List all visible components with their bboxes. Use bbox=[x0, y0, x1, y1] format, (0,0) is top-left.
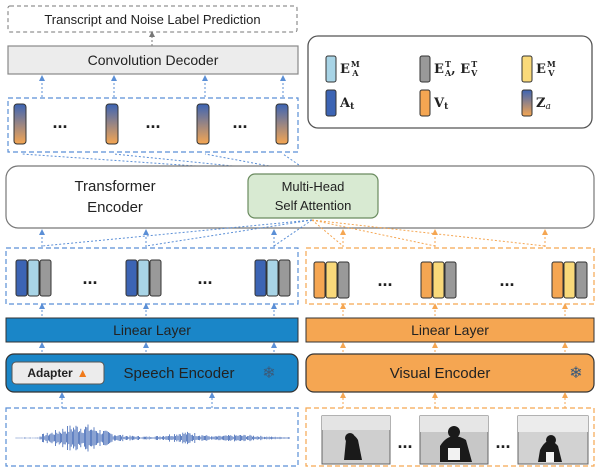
fire-icon: ▲ bbox=[76, 366, 89, 380]
speech-ellipsis-1: ... bbox=[82, 267, 98, 288]
output-ellipsis-2: ... bbox=[145, 111, 161, 132]
visual-feature-groups bbox=[313, 261, 588, 299]
adapter-label: Adapter ▲ bbox=[27, 366, 89, 380]
speech-linear-label: Linear Layer bbox=[113, 322, 191, 338]
transformer-label: Transformer Encoder bbox=[74, 178, 156, 216]
visual-linear-layer bbox=[305, 317, 595, 343]
frame-ellipsis-2: ... bbox=[495, 431, 511, 452]
speech-waveform bbox=[15, 424, 291, 452]
speech-linear-layer bbox=[5, 317, 299, 343]
visual-encoder-box bbox=[305, 353, 595, 393]
legend-box bbox=[307, 35, 593, 129]
frame-ellipsis-1: ... bbox=[397, 431, 413, 452]
prediction-label: Transcript and Noise Label Prediction bbox=[44, 11, 261, 27]
z-feature-bar bbox=[275, 103, 289, 145]
legend-swatch-vt bbox=[419, 89, 431, 117]
video-frame bbox=[517, 415, 589, 465]
z-feature-bar bbox=[13, 103, 27, 145]
speech-feature-groups bbox=[15, 259, 291, 297]
z-feature-bar bbox=[196, 103, 210, 145]
video-frame bbox=[321, 415, 391, 465]
snowflake-icon: ❄ bbox=[569, 365, 583, 382]
visual-features-box bbox=[305, 247, 595, 305]
attention-label: Multi-Head Self Attention bbox=[274, 179, 352, 213]
z-feature-bar bbox=[105, 103, 119, 145]
video-frame bbox=[419, 415, 489, 465]
output-feature-bars bbox=[13, 103, 289, 145]
visual-input-box bbox=[305, 407, 595, 467]
visual-ellipsis-2: ... bbox=[499, 269, 515, 290]
output-ellipsis-3: ... bbox=[232, 111, 248, 132]
convolution-decoder-box bbox=[7, 45, 299, 75]
speech-input-box bbox=[5, 407, 299, 467]
legend-swatch-at bbox=[325, 89, 337, 117]
decoder-label: Convolution Decoder bbox=[87, 52, 219, 68]
visual-encoder-label: Visual Encoder bbox=[389, 364, 491, 382]
speech-features-box bbox=[5, 247, 299, 305]
output-ellipsis-1: ... bbox=[52, 111, 68, 132]
visual-linear-label: Linear Layer bbox=[411, 322, 489, 338]
legend-swatch-emv bbox=[521, 55, 533, 83]
legend-swatch-za bbox=[521, 89, 533, 117]
adapter-box bbox=[11, 361, 105, 385]
multi-head-attention-box bbox=[247, 173, 379, 219]
snowflake-icon: ❄ bbox=[262, 365, 276, 382]
legend-swatch-et bbox=[419, 55, 431, 83]
speech-encoder-label: Speech Encoder bbox=[123, 364, 235, 382]
visual-ellipsis-1: ... bbox=[377, 269, 393, 290]
legend-swatch-ema bbox=[325, 55, 337, 83]
output-features-box bbox=[7, 97, 299, 153]
speech-ellipsis-2: ... bbox=[197, 267, 213, 288]
